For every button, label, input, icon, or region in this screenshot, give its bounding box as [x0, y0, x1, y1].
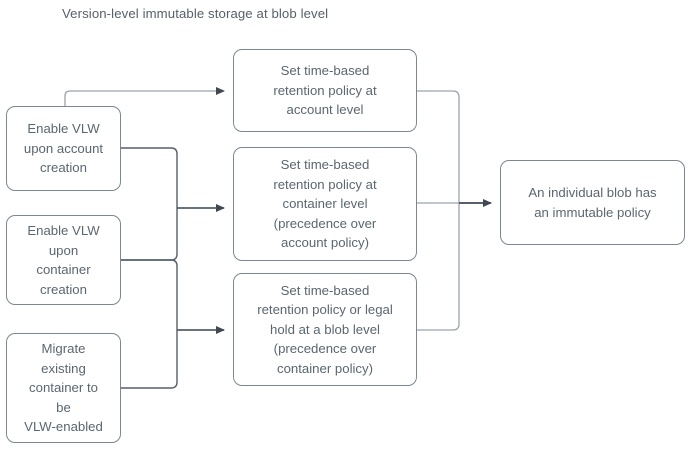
diagram-title: Version-level immutable storage at blob …: [62, 6, 329, 21]
node-label: An individual blob has an immutable poli…: [528, 185, 657, 220]
node-label: Set time-based retention policy at conta…: [273, 157, 377, 251]
edge-blob-policy-to-outcome: [417, 203, 460, 331]
node-migrate-container[interactable]: Migrate existing container to be VLW-ena…: [6, 333, 121, 443]
node-immutable-outcome[interactable]: An individual blob has an immutable poli…: [500, 160, 685, 245]
edge-account-to-container-policy: [121, 147, 178, 208]
edge-migrate-to-blob-policy: [121, 330, 178, 389]
node-label: Set time-based retention policy or legal…: [257, 282, 393, 376]
edge-container-to-container-policy: [121, 208, 178, 261]
edge-container-to-blob-policy: [121, 259, 178, 330]
node-container-level-policy[interactable]: Set time-based retention policy at conta…: [233, 147, 417, 261]
node-enable-vlw-container[interactable]: Enable VLW upon container creation: [6, 215, 121, 305]
node-account-level-policy[interactable]: Set time-based retention policy at accou…: [233, 49, 417, 132]
edge-account-to-account-policy: [64, 87, 225, 106]
node-label: Set time-based retention policy at accou…: [273, 63, 377, 118]
node-label: Enable VLW upon container creation: [27, 223, 100, 297]
node-label: Migrate existing container to be VLW-ena…: [24, 341, 103, 435]
node-blob-level-policy[interactable]: Set time-based retention policy or legal…: [233, 273, 417, 386]
node-label: Enable VLW upon account creation: [23, 121, 104, 176]
node-enable-vlw-account[interactable]: Enable VLW upon account creation: [6, 106, 121, 191]
edge-account-policy-to-outcome: [417, 90, 460, 203]
